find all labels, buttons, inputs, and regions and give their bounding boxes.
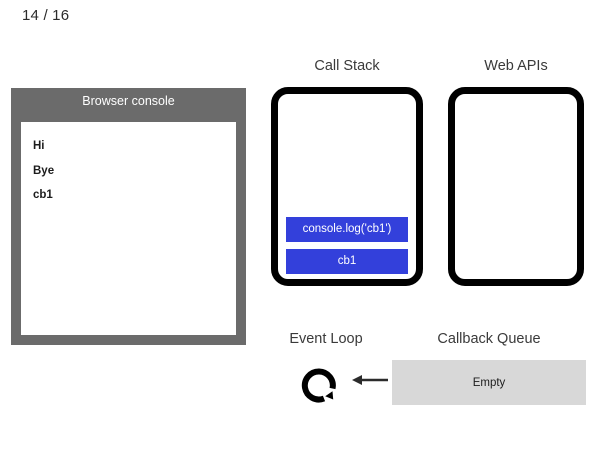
callback-queue-status: Empty: [472, 376, 506, 389]
console-output-area: Hi Bye cb1: [21, 122, 236, 335]
console-line: Hi: [33, 140, 45, 152]
call-stack-frame: console.log('cb1'): [286, 217, 408, 242]
browser-console-title: Browser console: [82, 94, 175, 108]
call-stack-panel: console.log('cb1') cb1: [271, 87, 423, 286]
web-apis-panel: [448, 87, 584, 286]
callback-queue-panel: Empty: [392, 360, 586, 405]
slide-counter: 14 / 16: [22, 7, 70, 24]
call-stack-frame: cb1: [286, 249, 408, 274]
console-line: cb1: [33, 189, 53, 201]
arrow-left-icon: [352, 370, 388, 390]
call-stack-frame-list: console.log('cb1') cb1: [278, 210, 416, 274]
browser-console-panel: Browser console Hi Bye cb1: [11, 88, 246, 345]
console-line: Bye: [33, 164, 55, 177]
web-apis-title: Web APIs: [484, 58, 548, 74]
event-loop-title: Event Loop: [289, 331, 363, 347]
circular-arrow-icon: [299, 358, 347, 406]
call-stack-title: Call Stack: [314, 58, 380, 74]
callback-queue-title: Callback Queue: [437, 331, 541, 347]
